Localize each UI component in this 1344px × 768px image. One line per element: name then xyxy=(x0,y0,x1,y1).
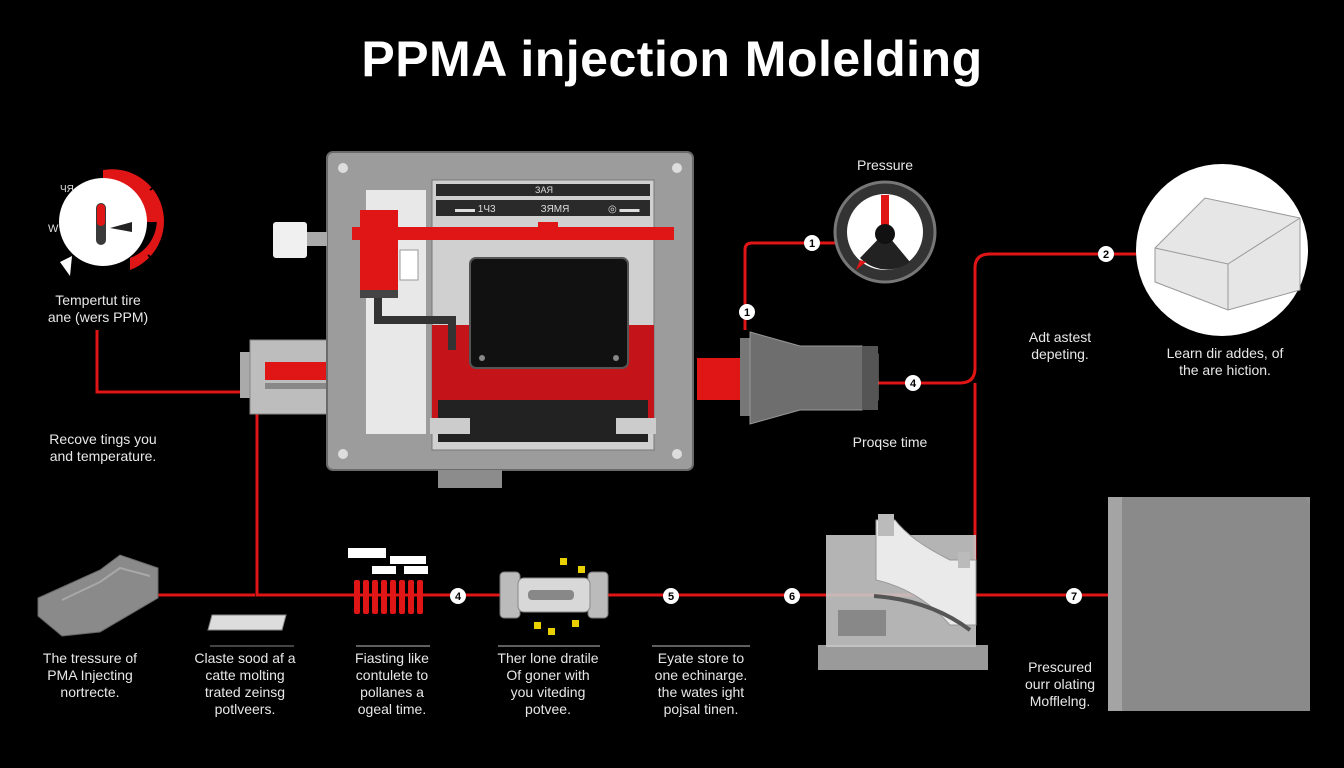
svg-text:4: 4 xyxy=(455,591,462,603)
step-markers: 1 1 2 4 4 5 6 7 xyxy=(450,235,1114,604)
svg-text:5: 5 xyxy=(668,591,674,603)
svg-text:1: 1 xyxy=(744,307,750,319)
panel-header: ЗАЯ xyxy=(535,185,553,195)
mold-cube-magnified xyxy=(1136,164,1308,336)
svg-text:7: 7 xyxy=(1071,591,1077,603)
svg-text:6: 6 xyxy=(789,591,795,603)
ejector-unit xyxy=(818,514,988,670)
panel-mid-readout: ЗЯМЯ xyxy=(541,204,570,215)
part-block xyxy=(37,554,159,637)
step-marker: 6 xyxy=(784,588,800,604)
step-marker: 1 xyxy=(804,235,820,251)
temperature-gauge xyxy=(59,169,164,276)
svg-text:2: 2 xyxy=(1103,249,1109,261)
nozzle xyxy=(740,331,879,425)
final-product-box xyxy=(1108,497,1310,711)
pressure-gauge xyxy=(833,180,937,284)
step-marker: 2 xyxy=(1098,246,1114,262)
gauge-top-mark: ЧЯ xyxy=(60,184,74,195)
diagram-title: PPMA injection Molelding xyxy=(361,31,983,87)
svg-text:4: 4 xyxy=(910,378,917,390)
svg-text:1: 1 xyxy=(809,238,815,250)
step-marker: 5 xyxy=(663,588,679,604)
step-marker: 4 xyxy=(450,588,466,604)
inline-valve xyxy=(499,558,609,635)
material-plates xyxy=(207,614,294,647)
heater-coil xyxy=(348,548,428,614)
gauge-left-mark: W xyxy=(48,223,59,235)
process-time-label: Proqse time xyxy=(852,434,928,450)
injection-barrel xyxy=(240,339,331,415)
connection-lines xyxy=(95,241,1136,597)
molding-machine xyxy=(273,151,694,488)
panel-left-readout: ▬▬ 1Ч3 xyxy=(455,204,496,215)
pressure-label: Pressure xyxy=(856,157,914,173)
step-marker: 7 xyxy=(1066,588,1082,604)
step-marker: 1 xyxy=(739,304,755,320)
step-marker: 4 xyxy=(905,375,921,391)
panel-right-readout: ◎ ▬▬ xyxy=(608,204,640,215)
